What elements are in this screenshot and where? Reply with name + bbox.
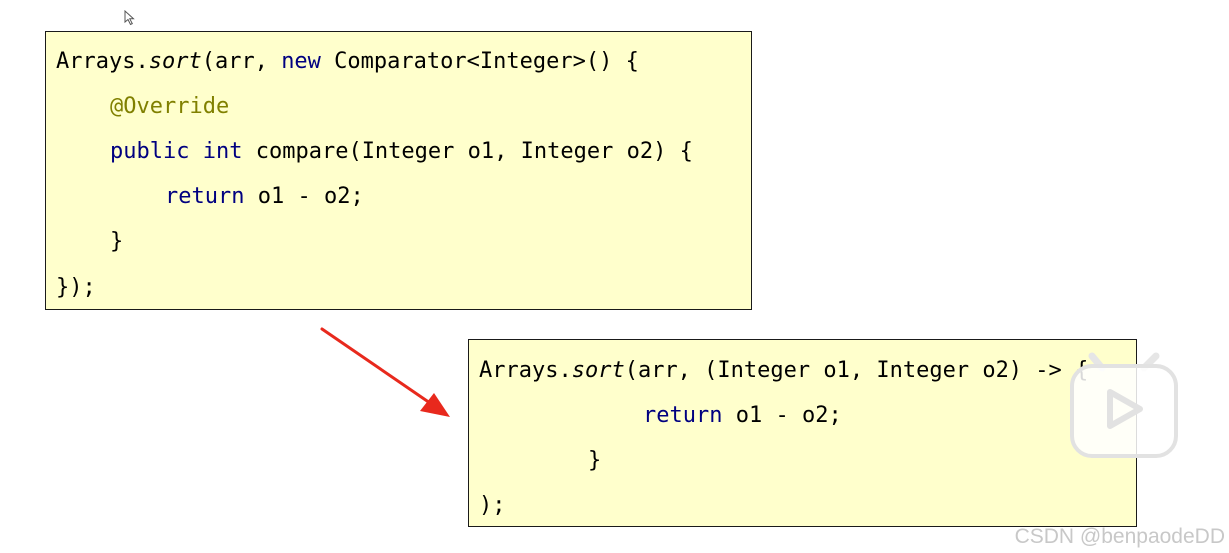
anonymous-class-code-block: Arrays.sort(arr, new Comparator<Integer>… bbox=[45, 31, 752, 310]
code-line: Arrays.sort(arr, (Integer o1, Integer o2… bbox=[479, 358, 1089, 383]
play-icon[interactable] bbox=[1068, 352, 1180, 460]
code-line: ); bbox=[479, 493, 506, 518]
code-line: } bbox=[110, 229, 124, 254]
code-line: } bbox=[588, 448, 602, 473]
lambda-code-block: Arrays.sort(arr, (Integer o1, Integer o2… bbox=[468, 339, 1137, 527]
watermark: CSDN @benpaodeDD bbox=[1014, 525, 1225, 548]
code-line: }); bbox=[56, 275, 96, 300]
mouse-cursor-icon bbox=[124, 10, 135, 26]
code-line: @Override bbox=[110, 94, 230, 119]
code-line: Arrays.sort(arr, new Comparator<Integer>… bbox=[56, 49, 639, 74]
arrow-icon bbox=[320, 327, 450, 417]
code-line: return o1 - o2; bbox=[643, 403, 842, 428]
code-line: return o1 - o2; bbox=[165, 184, 364, 209]
code-line: public int compare(Integer o1, Integer o… bbox=[110, 139, 693, 164]
